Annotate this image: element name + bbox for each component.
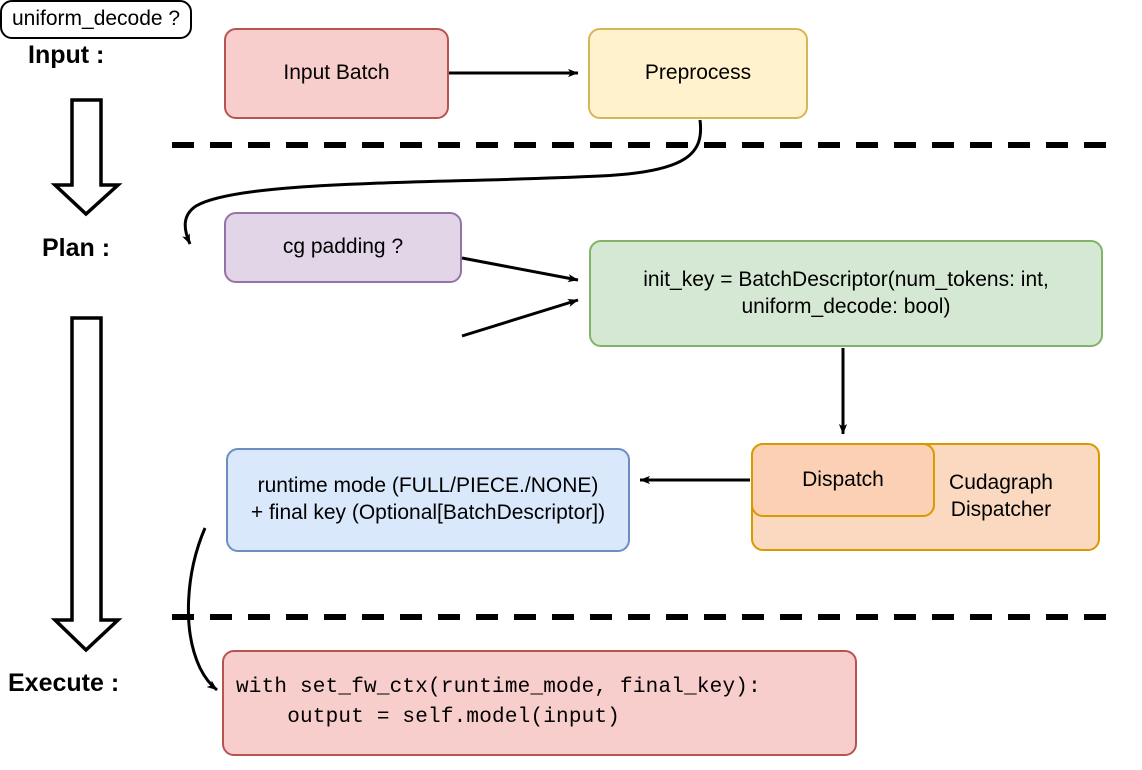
node-execute-code[interactable]: with set_fw_ctx(runtime_mode, final_key)… [222, 650, 857, 756]
edge-runtime-mode-to-execute-code [186, 527, 218, 692]
edge-cg-padding-to-init-key [461, 256, 579, 283]
plan-to-execute-arrow [50, 316, 123, 653]
node-init-key[interactable]: init_key = BatchDescriptor(num_tokens: i… [589, 240, 1103, 347]
node-preprocess[interactable]: Preprocess [588, 28, 808, 119]
edge-uniform-decode-to-init-key [461, 298, 579, 338]
node-input-batch[interactable]: Input Batch [224, 28, 449, 119]
node-runtime-mode[interactable]: runtime mode (FULL/PIECE./NONE) + final … [226, 448, 630, 552]
edge-preprocess-to-cg-padding [182, 119, 703, 245]
cudagraph-dispatcher-label: Cudagraph Dispatcher [949, 471, 1053, 521]
stage-label-plan: Plan : [42, 234, 111, 262]
stage-label-input: Input : [28, 41, 105, 69]
node-cg-padding[interactable]: cg padding ? [224, 212, 462, 283]
node-dispatch[interactable]: Dispatch [751, 443, 935, 517]
node-uniform-decode[interactable]: uniform_decode ? [0, 0, 193, 39]
input-to-plan-arrow [50, 98, 123, 217]
stage-label-execute: Execute : [8, 669, 120, 697]
